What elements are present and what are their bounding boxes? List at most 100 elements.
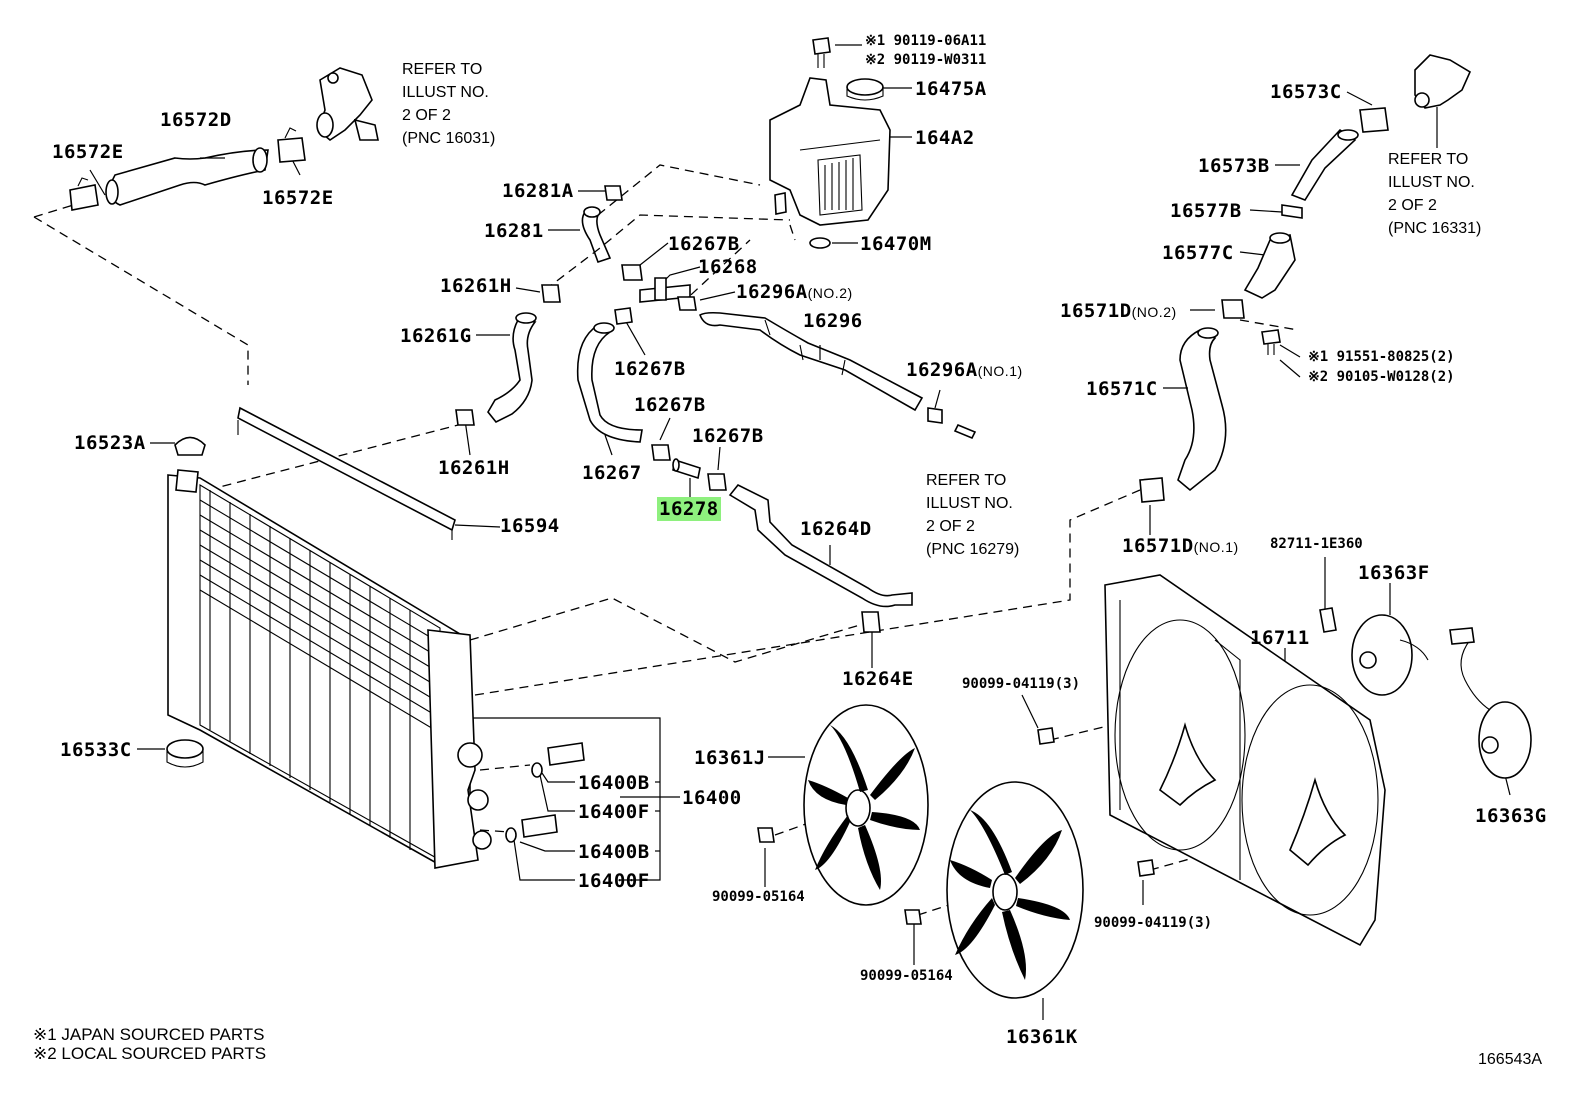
- part-label-16281[interactable]: 16281: [484, 220, 544, 242]
- refer-note-16279-line1: REFER TO: [926, 472, 1007, 489]
- part-label-16267B-c[interactable]: 16267B: [634, 394, 706, 416]
- clamp-16264E: [861, 611, 881, 633]
- refer-note-16031: REFER TO ILLUST NO. 2 OF 2 (PNC 16031): [402, 58, 495, 150]
- clamp-16572E-left: [69, 177, 99, 211]
- hose-16573B: [1290, 128, 1359, 201]
- fan-16361J: [803, 704, 929, 906]
- connector-16278: [672, 458, 701, 480]
- clamp-16296A-no1: [927, 407, 943, 424]
- refer-note-16331-line4: (PNC 16331): [1388, 220, 1482, 237]
- bolt-91551: [1261, 329, 1281, 355]
- hose-16261G: [487, 312, 537, 424]
- part-label-16296A-no1-number: 16296A: [906, 359, 978, 381]
- clamp-16571D-no2: [1221, 299, 1245, 319]
- part-label-16264D[interactable]: 16264D: [800, 518, 872, 540]
- cap-16475A: [846, 78, 884, 101]
- part-label-16400B-bottom[interactable]: 16400B: [578, 841, 650, 863]
- refer-note-16031-line2: ILLUST NO.: [402, 84, 489, 101]
- refer-note-16279: REFER TO ILLUST NO. 2 OF 2 (PNC 16279): [926, 469, 1019, 561]
- part-label-16261G[interactable]: 16261G: [400, 325, 472, 347]
- clamp-16572E-right: [277, 127, 306, 163]
- clamp-16267B-c: [651, 444, 671, 461]
- part-label-91551[interactable]: ※1 91551-80825(2): [1308, 349, 1455, 365]
- part-label-16571D-no1[interactable]: 16571D(NO.1): [1122, 537, 1239, 556]
- legend-local-sourced: ※2 LOCAL SOURCED PARTS: [33, 1044, 267, 1063]
- part-label-16296A-no2-number: 16296A: [736, 281, 808, 303]
- part-label-16267B-b[interactable]: 16267B: [614, 358, 686, 380]
- part-label-16571D-no2-suffix: (NO.2): [1131, 304, 1177, 320]
- part-label-16267B-a[interactable]: 16267B: [668, 233, 740, 255]
- hose-16264D: [728, 483, 913, 608]
- part-label-16572D[interactable]: 16572D: [160, 109, 232, 131]
- refer-note-16031-line3: 2 OF 2: [402, 107, 451, 124]
- clip-82711: [1319, 607, 1337, 633]
- part-label-16361J[interactable]: 16361J: [694, 747, 766, 769]
- part-label-16296A-no2-suffix: (NO.2): [807, 285, 853, 301]
- part-label-16594[interactable]: 16594: [500, 515, 560, 537]
- part-label-90099-05164-right[interactable]: 90099-05164: [860, 968, 953, 984]
- part-label-90119-japan[interactable]: ※1 90119-06A11: [865, 33, 987, 49]
- cap-16523A: [174, 436, 206, 456]
- motor-16363G: [1449, 627, 1532, 779]
- part-label-16400F-top[interactable]: 16400F: [578, 801, 650, 823]
- hose-16281: [581, 206, 612, 264]
- part-label-16267[interactable]: 16267: [582, 462, 642, 484]
- part-label-16573C[interactable]: 16573C: [1270, 81, 1342, 103]
- clamp-16267B-d: [707, 473, 727, 491]
- pipe-16577C: [1243, 232, 1296, 299]
- hose-16571C: [1177, 327, 1227, 492]
- refer-note-16031-line1: REFER TO: [402, 61, 483, 78]
- radiator-16400: [167, 406, 492, 869]
- part-label-16523A[interactable]: 16523A: [74, 432, 146, 454]
- part-label-90119-local[interactable]: ※2 90119-W0311: [865, 52, 987, 68]
- part-label-16533C[interactable]: 16533C: [60, 739, 132, 761]
- bolts-90099: [757, 727, 1155, 925]
- part-label-16577B[interactable]: 16577B: [1170, 200, 1242, 222]
- part-label-16572E-left[interactable]: 16572E: [52, 141, 124, 163]
- part-label-16296A-no2[interactable]: 16296A(NO.2): [736, 283, 853, 302]
- legend-japan-sourced: ※1 JAPAN SOURCED PARTS: [33, 1025, 265, 1044]
- clamp-16267B-b: [614, 307, 633, 325]
- refer-note-16331-line3: 2 OF 2: [1388, 197, 1437, 214]
- part-label-16400[interactable]: 16400: [682, 787, 742, 809]
- part-label-16363F[interactable]: 16363F: [1358, 562, 1430, 584]
- part-label-90099-04119-left[interactable]: 90099-04119(3): [962, 676, 1081, 692]
- part-label-16296[interactable]: 16296: [803, 310, 863, 332]
- hose-16296: [699, 311, 924, 412]
- fan-shroud-16711: [1104, 574, 1386, 947]
- part-label-16571D-no1-suffix: (NO.1): [1193, 539, 1239, 555]
- part-label-16577C[interactable]: 16577C: [1162, 242, 1234, 264]
- part-label-16475A[interactable]: 16475A: [915, 78, 987, 100]
- part-label-16571C[interactable]: 16571C: [1086, 378, 1158, 400]
- refer-note-16279-line2: ILLUST NO.: [926, 495, 1013, 512]
- plugs-16400B-16400F: [505, 742, 585, 843]
- part-label-16571D-no1-number: 16571D: [1122, 535, 1194, 557]
- part-label-164A2[interactable]: 164A2: [915, 127, 975, 149]
- part-label-16571D-no2[interactable]: 16571D(NO.2): [1060, 302, 1177, 321]
- part-label-16573B[interactable]: 16573B: [1198, 155, 1270, 177]
- part-label-16261H-top[interactable]: 16261H: [440, 275, 512, 297]
- part-label-16400B-top[interactable]: 16400B: [578, 772, 650, 794]
- thermostat-housing-16031: [316, 67, 379, 141]
- part-label-16572E-right[interactable]: 16572E: [262, 187, 334, 209]
- part-label-90099-05164-left[interactable]: 90099-05164: [712, 889, 805, 905]
- part-label-16267B-d[interactable]: 16267B: [692, 425, 764, 447]
- part-label-16711[interactable]: 16711: [1250, 627, 1310, 649]
- part-label-16264E[interactable]: 16264E: [842, 668, 914, 690]
- clamp-16267B-a: [621, 264, 643, 281]
- part-label-16470M[interactable]: 16470M: [860, 233, 932, 255]
- refer-note-16279-line4: (PNC 16279): [926, 541, 1020, 558]
- part-label-16361K[interactable]: 16361K: [1006, 1026, 1078, 1048]
- part-label-16278-highlighted[interactable]: 16278: [657, 497, 721, 521]
- part-label-90105[interactable]: ※2 90105-W0128(2): [1308, 369, 1455, 385]
- part-label-16296A-no1[interactable]: 16296A(NO.1): [906, 361, 1023, 380]
- part-label-82711[interactable]: 82711-1E360: [1270, 536, 1363, 552]
- part-label-16400F-bottom[interactable]: 16400F: [578, 870, 650, 892]
- part-label-16281A[interactable]: 16281A: [502, 180, 574, 202]
- part-label-16363G[interactable]: 16363G: [1475, 805, 1547, 827]
- motor-16363F: [1351, 614, 1429, 696]
- part-label-16261H-bottom[interactable]: 16261H: [438, 457, 510, 479]
- part-label-16268[interactable]: 16268: [698, 256, 758, 278]
- part-label-90099-04119-right[interactable]: 90099-04119(3): [1094, 915, 1213, 931]
